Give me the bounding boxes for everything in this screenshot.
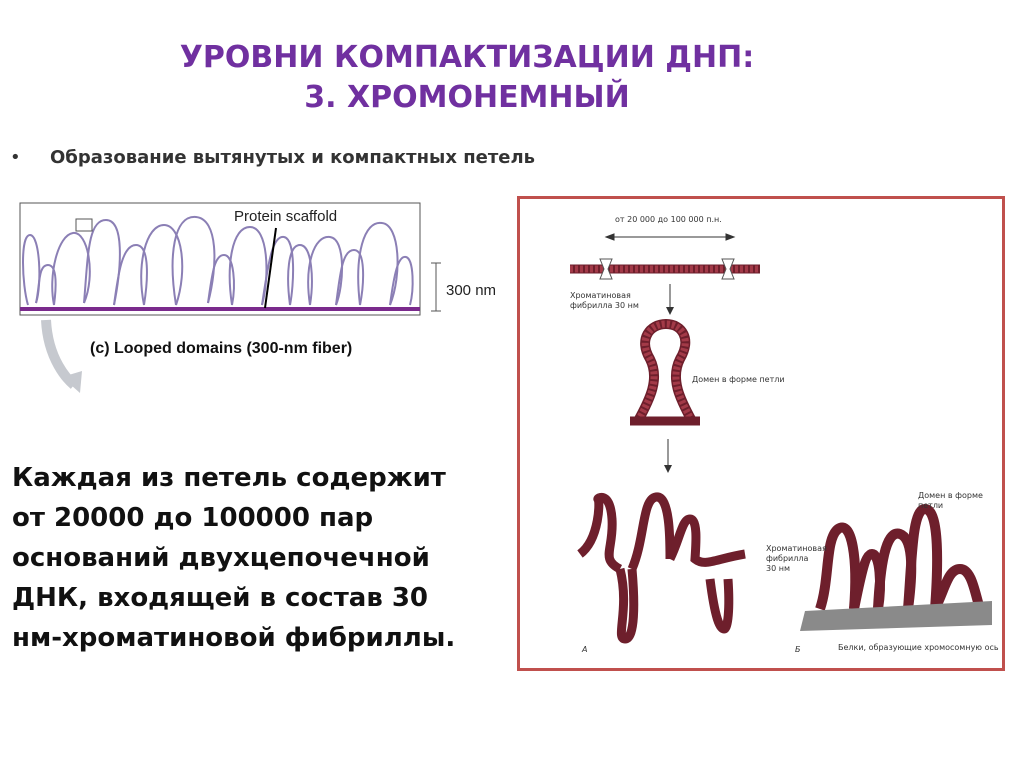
fibril-label-2-line-2: фибрилла — [766, 554, 809, 563]
looped-domains-diagram: Protein scaffold 300 nm — [19, 202, 496, 393]
single-loop — [630, 318, 700, 426]
body-line-4: ДНК, входящей в состав 30 — [12, 583, 429, 613]
panel-b-label: Б — [795, 645, 801, 654]
loop-domain-label-2-line-2: петли — [918, 501, 944, 510]
body-line-2: от 20000 до 100000 пар — [12, 503, 374, 533]
bullet-item: • Образование вытянутых и компактных пете… — [10, 147, 535, 168]
chromonema-drawing — [570, 233, 992, 644]
cut-marker-left — [599, 258, 613, 280]
curved-arrow-head — [62, 371, 82, 393]
bullet-marker: • — [10, 147, 21, 168]
slide-title: УРОВНИ КОМПАКТИЗАЦИИ ДНП: 3. ХРОМОНЕМНЫЙ — [0, 38, 1024, 118]
loop-domain-label-2-line-1: Домен в форме — [918, 491, 983, 500]
scaffold-pointer — [264, 227, 277, 309]
scale-label: 300 nm — [446, 282, 496, 299]
body-line-1: Каждая из петель содержит — [12, 463, 446, 493]
fibril-label: Хроматиновая фибрилла 30 нм — [570, 291, 639, 311]
range-arrow — [604, 233, 736, 241]
arrow-down-1-head — [666, 307, 674, 315]
scale-bar — [431, 262, 441, 312]
fibril-label-2-line-3: 30 нм — [766, 564, 790, 573]
cut-marker-right — [721, 258, 735, 280]
loop-domain-label: Домен в форме петли — [692, 375, 785, 384]
fibril-label-2: Хроматиновая фибрилла 30 нм — [766, 544, 827, 574]
axis-label: Белки, образующие хромосомную ось — [838, 643, 999, 652]
panel-b-loops — [815, 503, 985, 612]
fibril-label-line-1: Хроматиновая — [570, 291, 631, 300]
chromatin-loops — [22, 215, 414, 306]
loop-domain-label-2: Домен в форме петли — [918, 491, 983, 511]
bullet-text: Образование вытянутых и компактных петел… — [50, 147, 536, 168]
protein-scaffold-label: Protein scaffold — [234, 208, 337, 225]
title-line-1: УРОВНИ КОМПАКТИЗАЦИИ ДНП: — [179, 40, 755, 75]
body-line-5: нм-хроматиновой фибриллы. — [12, 623, 456, 653]
fibril-label-line-2: фибрилла 30 нм — [570, 301, 639, 310]
chromosome-axis — [800, 601, 992, 631]
arrow-down-2-head — [664, 465, 672, 473]
range-label: от 20 000 до 100 000 п.н. — [615, 215, 722, 224]
body-text: Каждая из петель содержит от 20000 до 10… — [12, 458, 532, 658]
panel-a-loops — [576, 492, 746, 644]
panel-a-label: А — [582, 645, 588, 654]
fibril-label-2-line-1: Хроматиновая — [766, 544, 827, 553]
chromonema-figure: от 20 000 до 100 000 п.н. Хроматиновая ф… — [517, 196, 1005, 671]
figure-caption: (c) Looped domains (300-nm fiber) — [90, 340, 353, 357]
title-line-2: 3. ХРОМОНЕМНЫЙ — [304, 80, 630, 115]
zoom-box — [75, 218, 93, 232]
body-line-3: оснований двухцепочечной — [12, 543, 430, 573]
